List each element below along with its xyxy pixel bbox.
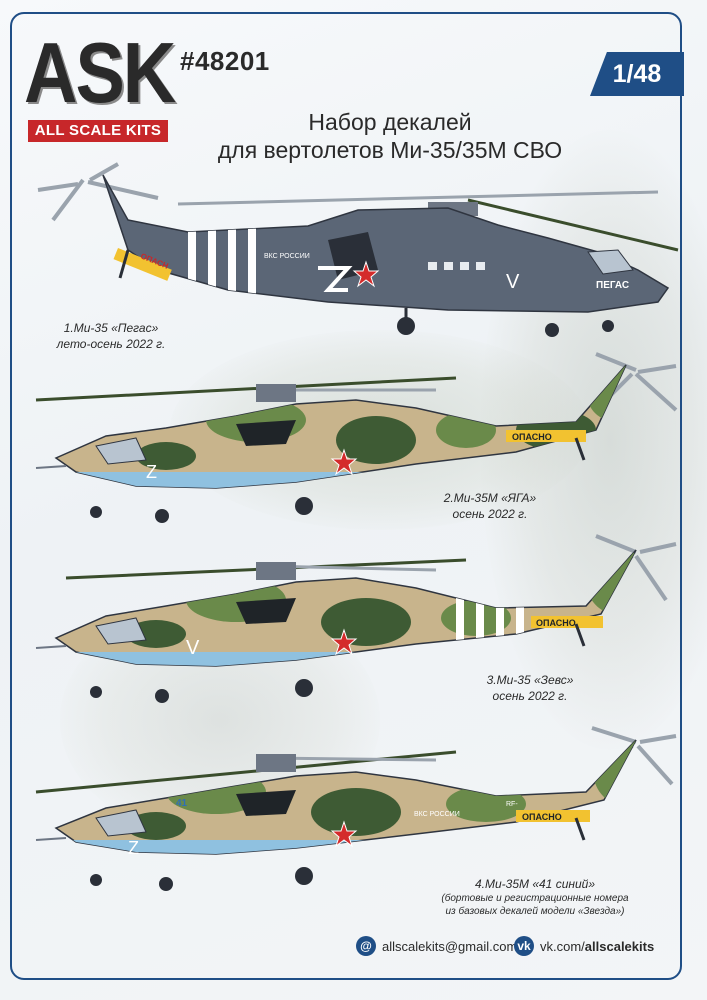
caption-heli-1: 1.Ми-35 «Пегас» лето-осень 2022 г. xyxy=(36,320,186,352)
helicopter-1-profile: V ПЕГАС ОПАСН ВКС РОССИИ xyxy=(37,162,679,337)
caption-heli-3: 3.Ми-35 «Зевс» осень 2022 г. xyxy=(460,672,600,704)
tactical-letter: V xyxy=(186,637,200,659)
invasion-stripe xyxy=(228,220,236,310)
sheet-border xyxy=(10,12,682,980)
cockpit-canopy xyxy=(95,437,147,465)
main-rotor-blade xyxy=(35,376,457,402)
logo-subtitle: ALL SCALE KITS xyxy=(28,120,168,142)
z-marking xyxy=(318,266,353,292)
red-star-insignia xyxy=(330,448,358,476)
pitot-probe xyxy=(35,645,67,649)
warning-band xyxy=(506,430,586,442)
landing-gear xyxy=(90,817,586,891)
registration-text: RF- xyxy=(506,801,518,808)
cabin-windows xyxy=(428,262,485,270)
cockpit-canopy xyxy=(95,617,147,645)
stencil-text: ВКС РОССИИ xyxy=(264,253,310,260)
caption-heli-4: 4.Ми-35М «41 синий» (бортовые и регистра… xyxy=(430,876,640,918)
red-star-insignia xyxy=(352,260,380,288)
caption-heli-4-note-2: из базовых декалей модели «Звезда») xyxy=(445,906,625,917)
vk-handle: allscalekits xyxy=(584,938,655,954)
caption-heli-4-note-1: (бортовые и регистрационные номера xyxy=(441,893,629,904)
tail-rotor xyxy=(37,162,159,222)
product-code: #48201 xyxy=(180,46,270,76)
footer-email[interactable]: @ allscalekits@gmail.com xyxy=(356,934,517,958)
caption-heli-3-name: 3.Ми-35 «Зевс» xyxy=(486,673,574,687)
cockpit-canopy xyxy=(95,809,147,837)
caption-heli-2-name: 2.Ми-35М «ЯГА» xyxy=(443,491,537,505)
vk-link[interactable]: vk.com/allscalekits xyxy=(540,939,654,954)
fuselage xyxy=(102,174,670,313)
tactical-letter: Z xyxy=(128,838,139,858)
ask-logo: ASK ALL SCALE KITS xyxy=(24,25,176,146)
warning-text: ОПАСНО xyxy=(536,618,576,628)
caption-heli-3-period: осень 2022 г. xyxy=(492,689,568,703)
main-rotor-blade xyxy=(177,190,659,206)
invasion-stripe xyxy=(188,220,196,310)
caption-heli-2-period: осень 2022 г. xyxy=(452,507,528,521)
caption-heli-1-period: лето-осень 2022 г. xyxy=(56,337,166,351)
main-rotor-blade-2 xyxy=(467,198,679,252)
helicopter-4-profile: Z 41 ВКС РОССИИ RF- ОПАСНО xyxy=(35,726,677,891)
landing-gear xyxy=(118,249,614,337)
helicopter-2-profile: Z ОПАСНО xyxy=(35,352,678,523)
invasion-stripe xyxy=(248,220,256,310)
caption-heli-2: 2.Ми-35М «ЯГА» осень 2022 г. xyxy=(420,490,560,522)
warning-text: ОПАСНО xyxy=(522,812,562,822)
invasion-stripe xyxy=(208,220,216,310)
warning-band xyxy=(113,248,172,281)
red-star-insignia xyxy=(330,628,358,656)
cockpit-canopy xyxy=(587,249,634,275)
logo-text: ASK xyxy=(24,24,176,121)
warning-band xyxy=(531,616,603,628)
vk-icon: vk xyxy=(514,936,534,956)
tactical-letter: Z xyxy=(146,462,157,482)
email-link[interactable]: allscalekits@gmail.com xyxy=(382,938,518,954)
caption-heli-1-name: 1.Ми-35 «Пегас» xyxy=(63,321,159,335)
landing-gear xyxy=(90,437,586,523)
warning-text: ОПАСНО xyxy=(512,432,552,442)
page-title: Набор декалей для вертолетов Ми-35/35М С… xyxy=(150,108,630,164)
red-star-insignia xyxy=(330,820,358,848)
at-icon: @ xyxy=(356,936,376,956)
rotor-hub xyxy=(256,754,296,772)
caption-heli-4-name: 4.Ми-35М «41 синий» xyxy=(474,877,595,891)
side-number: 41 xyxy=(176,798,188,809)
helicopter-3-profile: V ОПАСНО xyxy=(35,534,677,703)
side-name: ПЕГАС xyxy=(596,280,629,291)
rotor-hub xyxy=(256,562,296,580)
pitot-probe xyxy=(35,465,67,469)
stencil-text: ВКС РОССИИ xyxy=(414,811,460,818)
rotor-hub xyxy=(256,384,296,402)
title-line-2: для вертолетов Ми-35/35М СВО xyxy=(217,137,563,163)
footer-vk[interactable]: vk vk.com/allscalekits xyxy=(514,934,654,958)
vk-prefix: vk.com/ xyxy=(540,938,585,954)
landing-gear xyxy=(90,623,586,703)
pitot-probe xyxy=(35,837,67,841)
title-line-1: Набор декалей xyxy=(308,109,472,135)
scale-badge: 1/48 xyxy=(590,52,684,96)
warning-band xyxy=(516,810,590,822)
tactical-letter: V xyxy=(506,271,520,293)
fuselage xyxy=(54,364,627,489)
